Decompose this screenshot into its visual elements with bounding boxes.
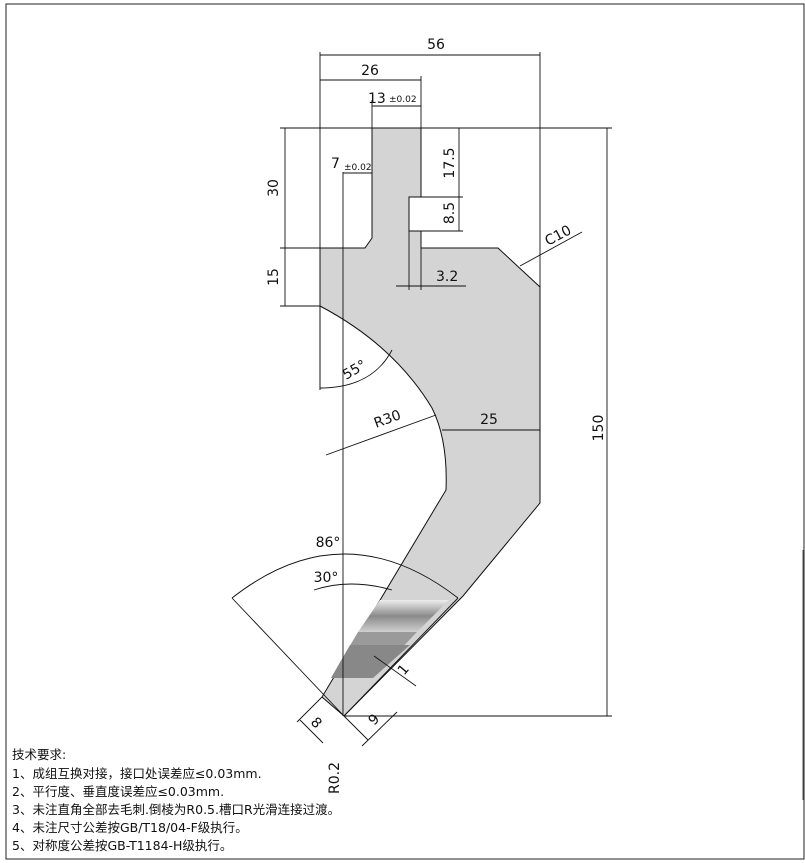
notes-heading: 技术要求: bbox=[12, 747, 66, 762]
dim-17-5: 17.5 bbox=[442, 147, 458, 178]
dim-r0-2: R0.2 bbox=[327, 762, 343, 794]
chamfer-leader bbox=[519, 231, 583, 267]
note-item-3: 3、未注直角全部去毛刺.倒棱为R0.5.槽口R光滑连接过渡。 bbox=[12, 802, 340, 817]
technical-notes: 技术要求: 1、成组互换对接，接口处误差应≤0.03mm. 2、平行度、垂直度误… bbox=[12, 747, 340, 853]
angle-ray-right bbox=[343, 597, 459, 717]
dim-r30: R30 bbox=[372, 407, 403, 431]
dim-30-deg: 30° bbox=[314, 570, 339, 586]
punch-profile bbox=[319, 127, 541, 717]
dim-56: 56 bbox=[427, 37, 445, 53]
tip-leader bbox=[373, 655, 417, 687]
dim-30: 30 bbox=[266, 179, 282, 197]
dim-55: 55° bbox=[340, 357, 370, 383]
dim-86: 86° bbox=[316, 535, 341, 551]
dim-7: 7 bbox=[331, 156, 340, 172]
arc-86 bbox=[231, 553, 459, 599]
dim-26: 26 bbox=[361, 63, 379, 79]
dim-25: 25 bbox=[480, 412, 498, 428]
note-item-5: 5、对称度公差按GB-T1184-H级执行。 bbox=[12, 838, 232, 853]
tip-shade-dark bbox=[331, 645, 410, 678]
dim-13-tol: ±0.02 bbox=[389, 95, 417, 105]
dim-3-2: 3.2 bbox=[436, 269, 458, 285]
drawing-border bbox=[5, 3, 805, 860]
dim-15: 15 bbox=[266, 268, 282, 286]
dim-13: 13 bbox=[368, 91, 386, 107]
dim-8-5: 8.5 bbox=[442, 202, 458, 224]
note-item-2: 2、平行度、垂直度误差应≤0.03mm. bbox=[12, 784, 224, 799]
angle-ray-left bbox=[231, 597, 345, 717]
note-item-1: 1、成组互换对接，接口处误差应≤0.03mm. bbox=[12, 766, 262, 781]
dim-1: 1 bbox=[395, 661, 413, 678]
dim-150: 150 bbox=[591, 415, 607, 442]
tip-shade-light bbox=[358, 600, 449, 632]
dim-9-ext bbox=[343, 715, 369, 741]
arc-30 bbox=[313, 583, 393, 591]
arc-55 bbox=[319, 349, 393, 389]
dim-8-line bbox=[299, 719, 324, 744]
note-item-4: 4、未注尺寸公差按GB/T18/04-F级执行。 bbox=[12, 820, 248, 835]
dim-9-line bbox=[361, 711, 398, 747]
dim-9: 9 bbox=[366, 711, 384, 729]
dim-7-tol: ±0.02 bbox=[344, 163, 372, 173]
radius-leader bbox=[325, 414, 437, 456]
dim-8-ext bbox=[296, 696, 323, 723]
